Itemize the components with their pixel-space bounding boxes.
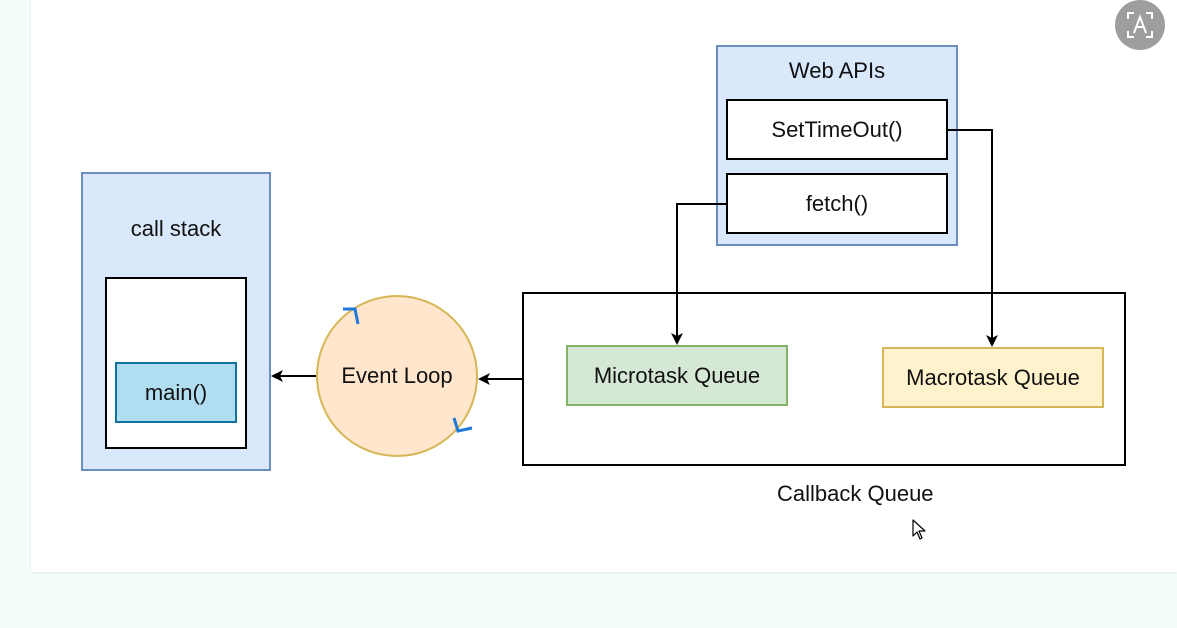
web-apis-title: Web APIs <box>788 58 886 83</box>
translate-button[interactable] <box>1115 0 1165 50</box>
microtask-queue: Microtask Queue <box>566 345 788 406</box>
macrotask-queue: Macrotask Queue <box>882 347 1104 408</box>
call-stack-title: call stack <box>130 216 222 241</box>
translate-icon <box>1127 12 1153 38</box>
settimeout-api: SetTimeOut() <box>726 99 948 160</box>
event-loop-node: Event Loop <box>316 295 478 457</box>
main-frame: main() <box>115 362 237 423</box>
callback-queue-label: Callback Queue <box>777 481 934 506</box>
fetch-api: fetch() <box>726 173 948 234</box>
cursor-icon <box>912 519 926 540</box>
